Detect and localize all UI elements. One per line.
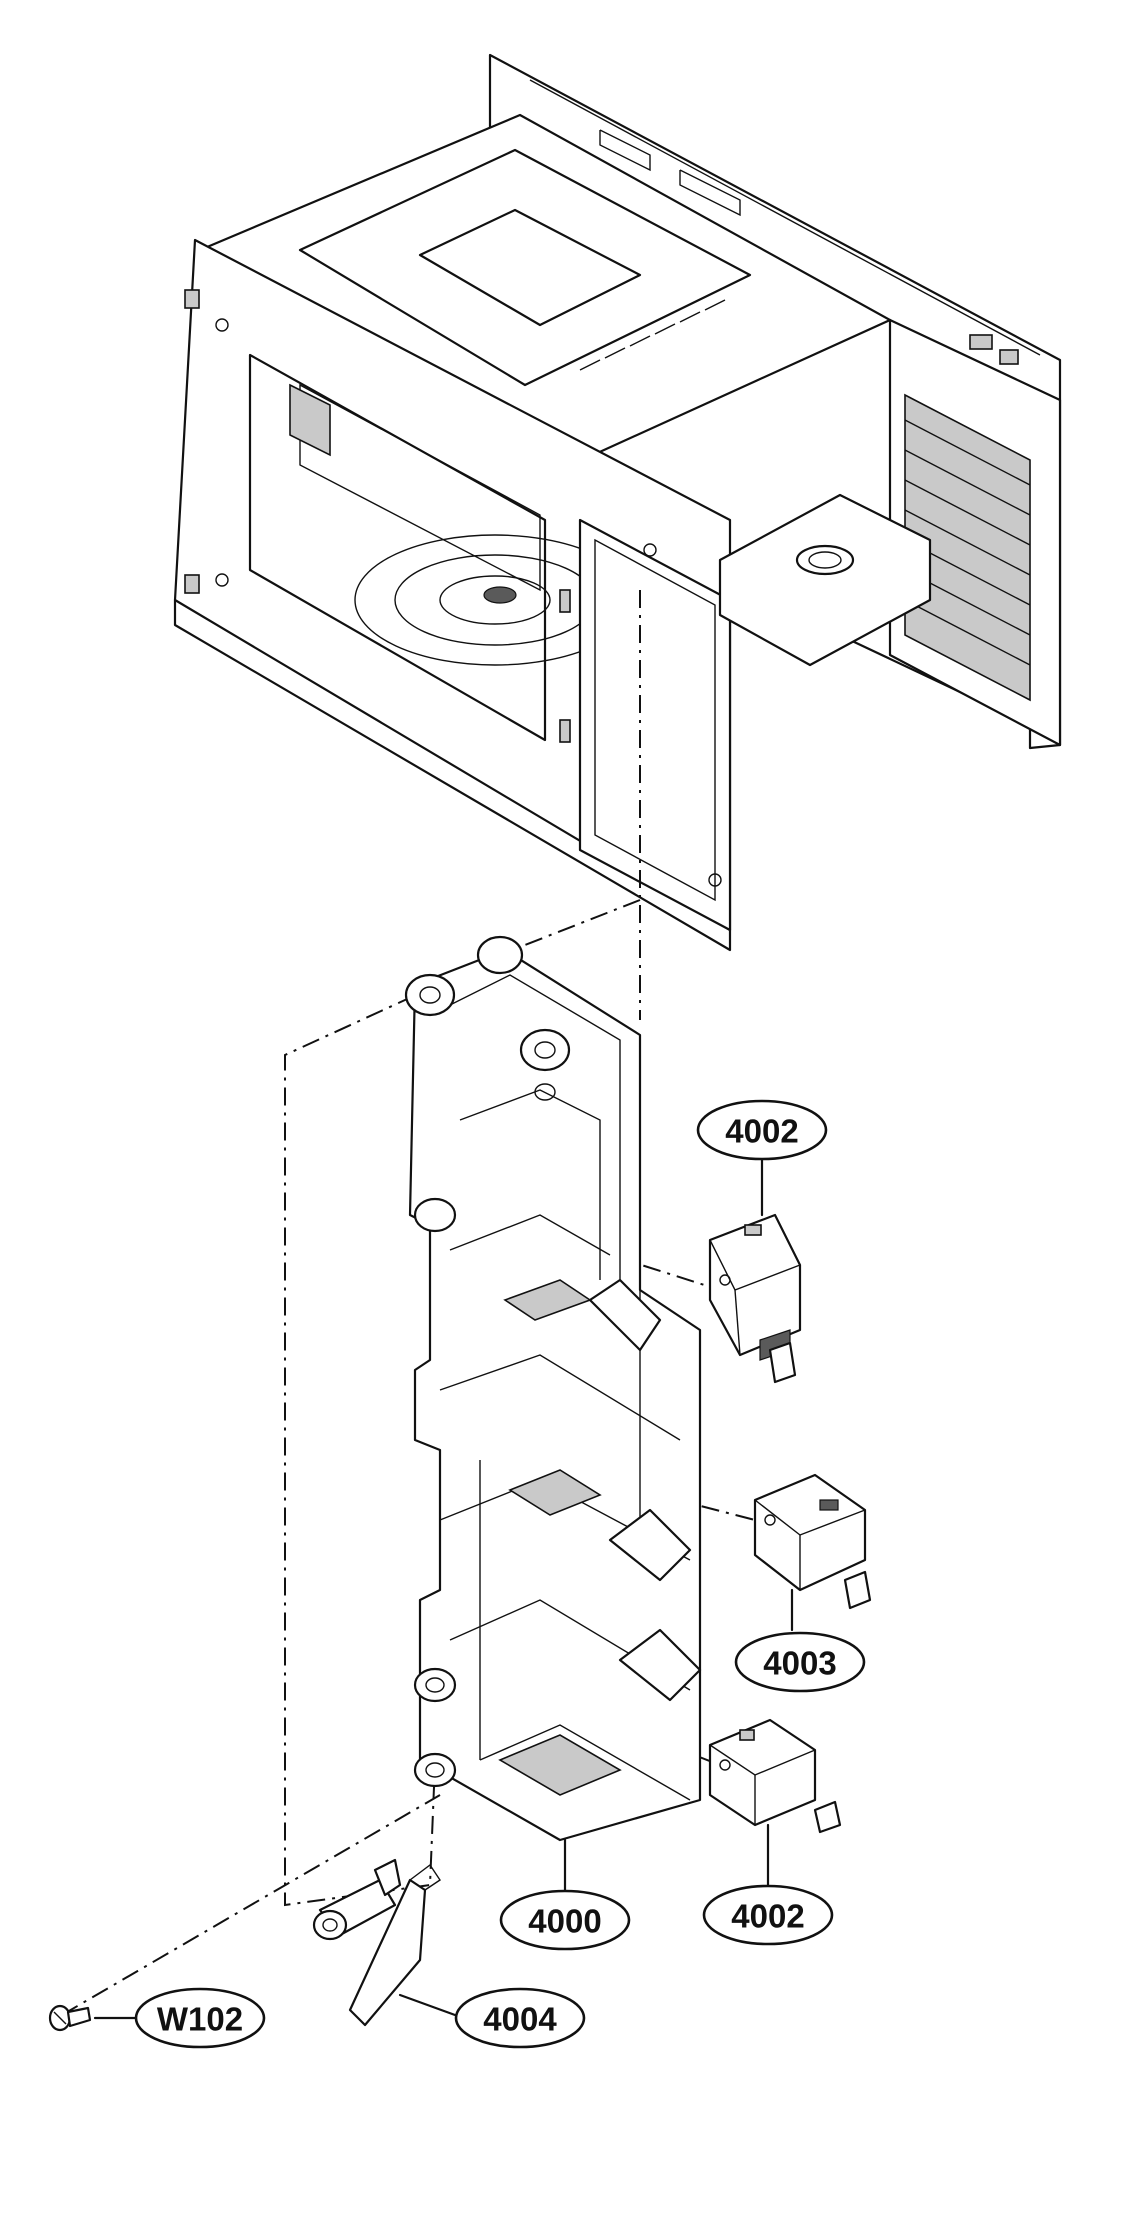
callout-4002-bottom: 4002 (702, 1884, 834, 1946)
callout-4003: 4003 (734, 1631, 866, 1693)
callout-label: 4004 (483, 2001, 557, 2038)
interlock-switch-lower (708, 1718, 842, 1834)
callout-label: 4002 (725, 1113, 798, 1150)
interlock-switch-upper (708, 1213, 802, 1384)
callout-label: 4003 (763, 1645, 836, 1682)
callout-w102: W102 (134, 1987, 266, 2049)
callout-label: 4000 (528, 1903, 601, 1940)
frame-mounting-holes (184, 289, 1019, 887)
latch-lever (312, 1858, 441, 2027)
latch-board-bosses (404, 935, 571, 1788)
microwave-cavity-assembly (173, 53, 1062, 952)
latch-board (404, 935, 702, 1842)
callout-label: 4002 (731, 1898, 804, 1935)
callout-4004: 4004 (454, 1987, 586, 2049)
callout-4002-top: 4002 (696, 1099, 828, 1161)
interlock-switch-middle (753, 1473, 872, 1610)
callout-4000: 4000 (499, 1889, 631, 1951)
callout-label: W102 (157, 2001, 243, 2038)
leader-lines (93, 1158, 794, 2020)
mounting-screw (48, 2004, 92, 2032)
